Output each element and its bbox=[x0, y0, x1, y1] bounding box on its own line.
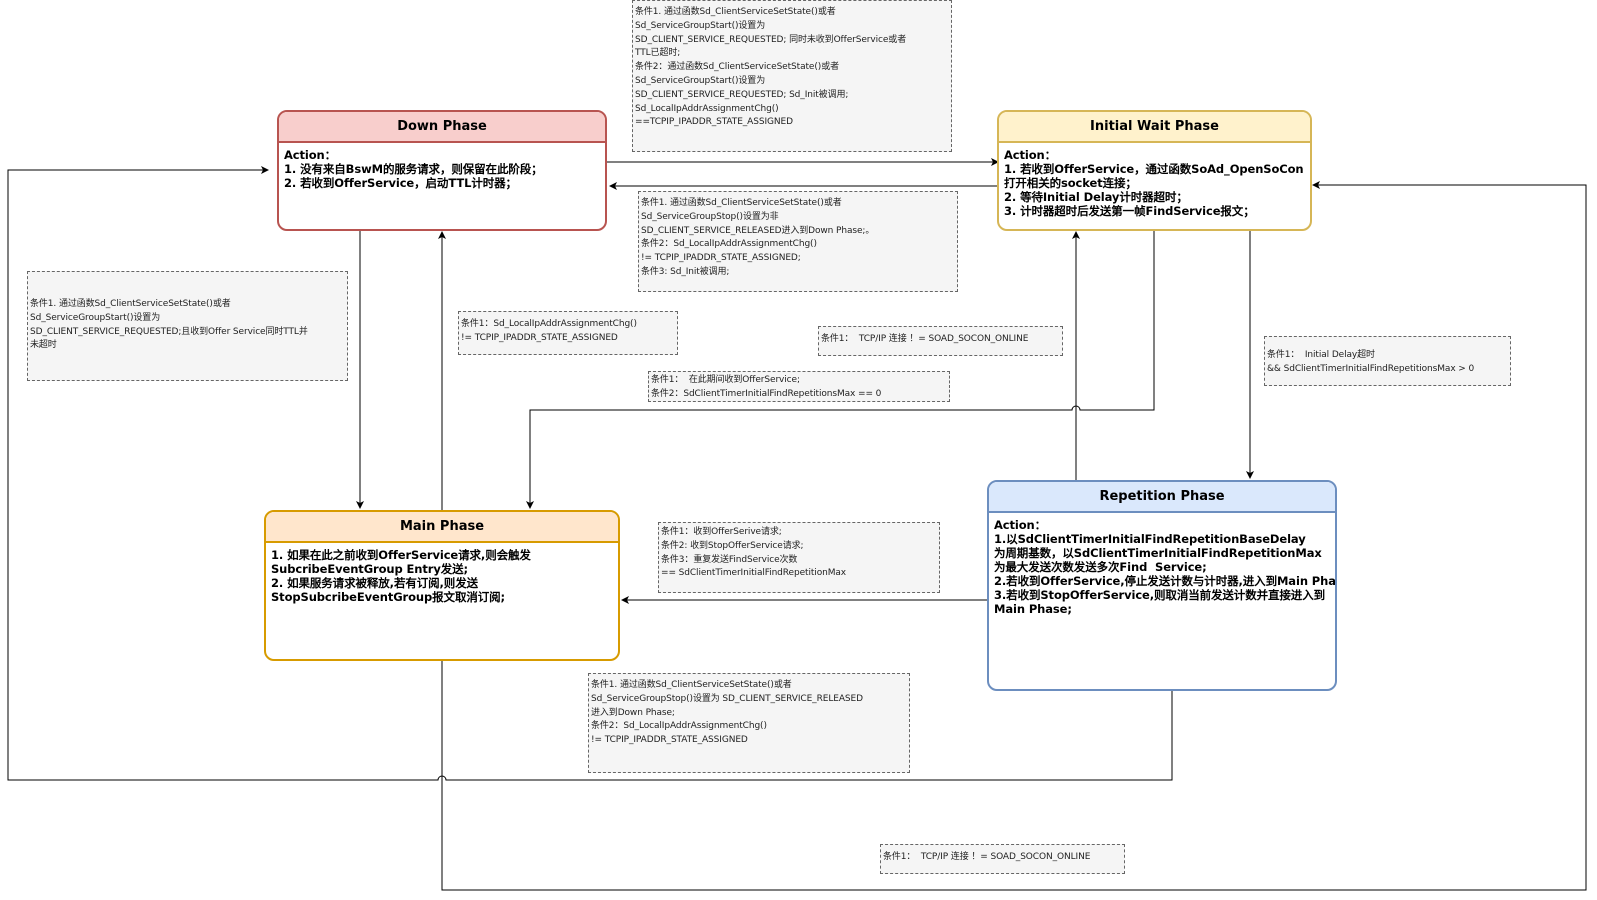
note-line: 条件1：收到OfferSerive请求; bbox=[661, 527, 782, 537]
note-line: 条件1：Sd_LocalIpAddrAssignmentChg() bbox=[461, 319, 637, 329]
state-repetition-phase[interactable]: Repetition Phase Action： 1.以SdClientTime… bbox=[987, 480, 1337, 691]
note-initial-wait-to-repetition: 条件1： Initial Delay超时 && SdClientTimerInit… bbox=[1264, 336, 1511, 386]
state-actions: Action： 1. 若收到OfferService，通过函数SoAd_Open… bbox=[1004, 148, 1304, 218]
state-main-phase[interactable]: Main Phase 1. 如果在此之前收到OfferService请求,则会触… bbox=[264, 510, 620, 661]
note-line: 条件2：通过函数Sd_ClientServiceSetState()或者 bbox=[635, 62, 839, 73]
state-actions: 1. 如果在此之前收到OfferService请求,则会触发 SubcribeE… bbox=[271, 548, 531, 604]
note-repetition-to-down: 条件1. 通过函数Sd_ClientServiceSetState()或者 Sd_… bbox=[588, 673, 910, 773]
note-line: 条件1. 通过函数Sd_ClientServiceSetState()或者 bbox=[641, 198, 842, 208]
note-line: 条件1. 通过函数Sd_ClientServiceSetState()或者 bbox=[30, 299, 231, 309]
note-line: 条件1： Initial Delay超时 bbox=[1267, 350, 1375, 360]
note-line: 条件2: 收到StopOfferService请求; bbox=[661, 540, 804, 551]
note-line: Sd_ServiceGroupStop()设置为 SD_CLIENT_SERVI… bbox=[591, 693, 863, 704]
state-initial-wait-phase[interactable]: Initial Wait Phase Action： 1. 若收到OfferSe… bbox=[997, 110, 1312, 231]
note-line: TTL已超时; bbox=[635, 48, 681, 59]
note-tcpip-offline-bottom: 条件1： TCP/IP 连接 ！= SOAD_SOCON_ONLINE bbox=[880, 844, 1125, 874]
note-line: != TCPIP_IPADDR_STATE_ASSIGNED bbox=[591, 735, 748, 746]
note-initial-wait-to-main: 条件1： 在此期间收到OfferService; 条件2：SdClientTime… bbox=[648, 371, 950, 402]
note-line: 条件2：SdClientTimerInitialFindRepetitionsM… bbox=[651, 388, 882, 399]
note-line: 条件1. 通过函数Sd_ClientServiceSetState()或者 bbox=[591, 680, 792, 690]
note-line: SD_CLIENT_SERVICE_REQUESTED; 同时未收到OfferS… bbox=[635, 34, 907, 45]
note-line: 条件2：Sd_LocalIpAddrAssignmentChg() bbox=[591, 721, 767, 732]
note-initial-wait-to-down: 条件1. 通过函数Sd_ClientServiceSetState()或者 Sd_… bbox=[638, 191, 958, 292]
note-down-to-main: 条件1. 通过函数Sd_ClientServiceSetState()或者 Sd_… bbox=[27, 271, 348, 381]
state-actions: Action： 1. 没有来自BswM的服务请求，则保留在此阶段； 2. 若收到… bbox=[284, 148, 543, 190]
note-line: ==TCPIP_IPADDR_STATE_ASSIGNED bbox=[635, 117, 793, 128]
note-line: 进入到Down Phase; bbox=[591, 707, 675, 718]
note-down-to-initial-wait: 条件1. 通过函数Sd_ClientServiceSetState()或者 Sd_… bbox=[632, 0, 952, 152]
note-line: 条件3：重复发送FindService次数 bbox=[661, 554, 798, 565]
note-repetition-to-main: 条件1：收到OfferSerive请求; 条件2: 收到StopOfferServ… bbox=[658, 522, 940, 593]
note-line: Sd_LocalIpAddrAssignmentChg() bbox=[635, 103, 779, 114]
note-line: == SdClientTimerInitialFindRepetitionMax bbox=[661, 568, 847, 579]
state-actions: Action： 1.以SdClientTimerInitialFindRepet… bbox=[994, 518, 1336, 616]
note-line: Sd_ServiceGroupStart()设置为 bbox=[635, 20, 766, 31]
state-title: Initial Wait Phase bbox=[999, 112, 1310, 143]
note-line: && SdClientTimerInitialFindRepetitionsMa… bbox=[1267, 363, 1475, 374]
note-line: 条件1： TCP/IP 连接 ！= SOAD_SOCON_ONLINE bbox=[883, 852, 1091, 862]
note-line: 条件1： 在此期间收到OfferService; bbox=[651, 375, 800, 385]
note-line: 条件1： TCP/IP 连接 ！= SOAD_SOCON_ONLINE bbox=[821, 334, 1029, 344]
note-line: 条件3: Sd_Init被调用; bbox=[641, 266, 730, 277]
note-tcpip-offline-middle: 条件1： TCP/IP 连接 ！= SOAD_SOCON_ONLINE bbox=[818, 326, 1063, 356]
note-line: SD_CLIENT_SERVICE_REQUESTED; Sd_Init被调用; bbox=[635, 89, 849, 100]
note-line: Sd_ServiceGroupStop()设置为非 bbox=[641, 211, 779, 222]
state-title: Down Phase bbox=[279, 112, 605, 143]
note-line: != TCPIP_IPADDR_STATE_ASSIGNED; bbox=[641, 253, 801, 264]
note-line: SD_CLIENT_SERVICE_REQUESTED;且收到Offer Ser… bbox=[30, 326, 308, 337]
arrow-repetition-to-down bbox=[7, 166, 1173, 781]
state-down-phase[interactable]: Down Phase Action： 1. 没有来自BswM的服务请求，则保留在… bbox=[277, 110, 607, 231]
note-line: 条件1. 通过函数Sd_ClientServiceSetState()或者 bbox=[635, 7, 836, 17]
note-line: != TCPIP_IPADDR_STATE_ASSIGNED bbox=[461, 332, 618, 343]
state-title: Repetition Phase bbox=[989, 482, 1335, 513]
note-line: SD_CLIENT_SERVICE_RELEASED进入到Down Phase;… bbox=[641, 225, 875, 236]
arrow-main-to-initial-wait bbox=[441, 181, 1587, 891]
note-line: 条件2：Sd_LocalIpAddrAssignmentChg() bbox=[641, 239, 817, 250]
note-line: Sd_ServiceGroupStart()设置为 bbox=[30, 312, 161, 323]
state-title: Main Phase bbox=[266, 512, 618, 543]
note-main-to-down: 条件1：Sd_LocalIpAddrAssignmentChg() != TCPI… bbox=[458, 311, 678, 355]
note-line: Sd_ServiceGroupStart()设置为 bbox=[635, 75, 766, 86]
note-line: 未超时 bbox=[30, 340, 57, 351]
